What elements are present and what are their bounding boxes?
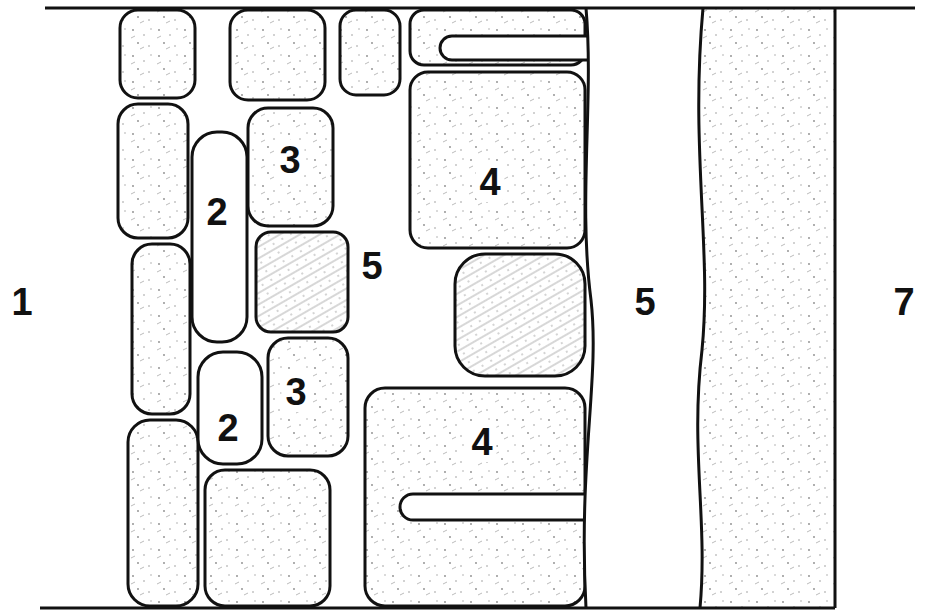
callout-number: 3 xyxy=(275,140,304,180)
callout-number: 3 xyxy=(281,372,310,412)
spaces xyxy=(192,36,600,520)
callout-number: 2 xyxy=(202,192,231,232)
boundary-line xyxy=(584,8,593,608)
callout-number: 5 xyxy=(357,246,386,286)
callout-number: 1 xyxy=(7,282,36,322)
intercellular-space xyxy=(192,132,247,342)
cell xyxy=(268,338,348,456)
frame-line xyxy=(834,8,837,608)
cell xyxy=(118,104,188,238)
cell xyxy=(205,470,330,606)
slot xyxy=(400,494,600,520)
cell xyxy=(340,10,400,95)
callout-number: 4 xyxy=(475,162,504,202)
lumen-strip xyxy=(584,8,704,608)
cell xyxy=(256,232,348,332)
callout-number: 2 xyxy=(213,408,242,448)
callout-number: 4 xyxy=(467,422,496,462)
cell xyxy=(128,420,198,606)
slot xyxy=(440,36,600,60)
outer-layer xyxy=(698,8,835,608)
cell xyxy=(455,254,585,376)
callout-number: 7 xyxy=(889,282,918,322)
frame-line xyxy=(40,607,835,610)
cell xyxy=(248,108,333,226)
intercellular-space xyxy=(198,352,262,464)
cell xyxy=(132,244,190,414)
cell xyxy=(120,10,195,98)
cell xyxy=(230,10,325,100)
cell xyxy=(410,72,585,248)
callout-number: 5 xyxy=(630,282,659,322)
frame-line xyxy=(45,7,915,10)
boundary-line xyxy=(698,8,705,608)
